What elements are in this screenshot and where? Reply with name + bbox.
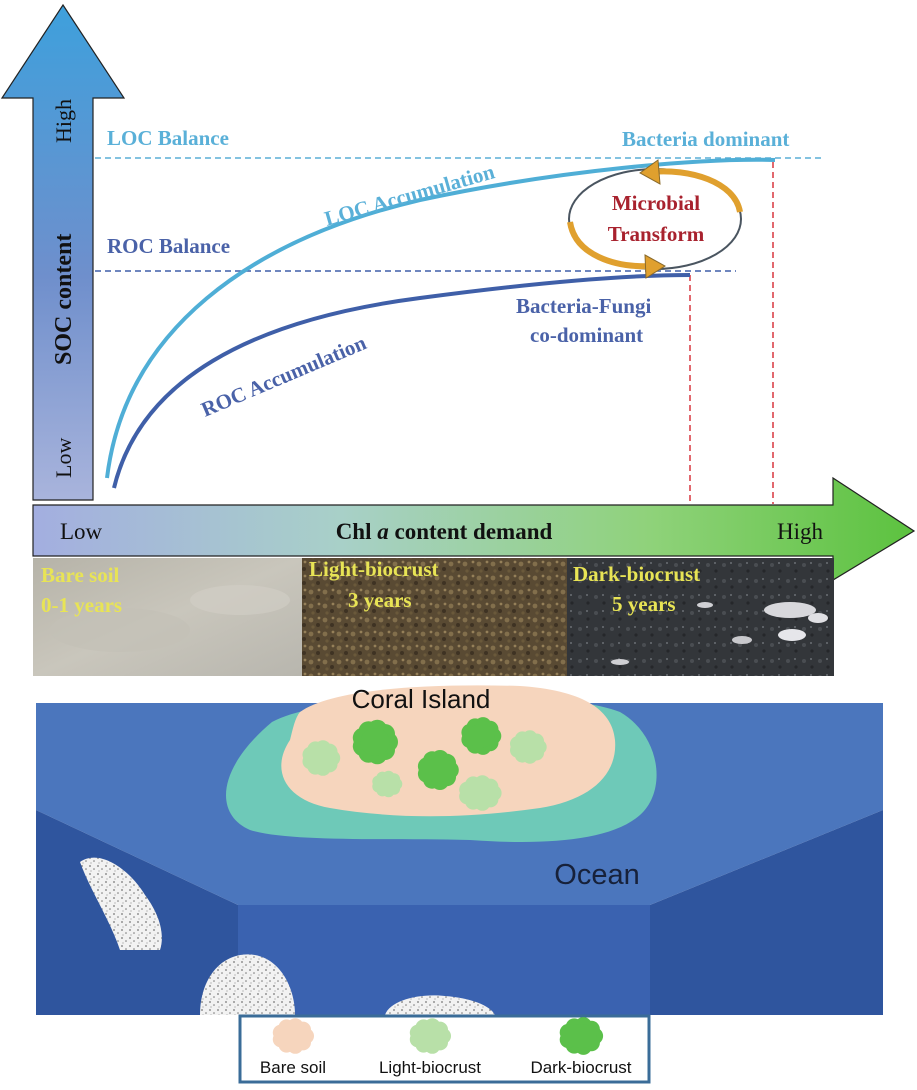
x-axis-low-label: Low xyxy=(60,519,103,544)
stage-bare-soil-line2: 0-1 years xyxy=(41,593,122,617)
light-biocrust-patch xyxy=(302,740,341,776)
loc-balance-label: LOC Balance xyxy=(107,126,229,150)
ocean-front-face xyxy=(238,905,650,1015)
microbial-cycle-arrowhead-top xyxy=(639,159,661,185)
microbial-cycle-arrow-top xyxy=(649,168,743,213)
sand-mound-front-left xyxy=(200,954,295,1015)
stage-dark-biocrust-line1: Dark-biocrust xyxy=(573,562,700,586)
roc-accumulation-curve xyxy=(112,273,691,489)
legend-label-light-biocrust: Light-biocrust xyxy=(379,1058,481,1077)
loc-accumulation-label: LOC Accumulation xyxy=(322,159,498,231)
microbial-cycle-arrow-bottom xyxy=(567,221,653,270)
bacteria-dominant-label: Bacteria dominant xyxy=(622,127,789,151)
sand-mound-left xyxy=(80,857,162,950)
x-axis-title-prefix: Chl xyxy=(336,519,378,544)
x-axis-arrow xyxy=(32,476,916,582)
y-axis-arrow xyxy=(0,3,126,501)
loc-accumulation-curve xyxy=(105,157,776,479)
dark-biocrust-patch xyxy=(417,750,459,790)
legend-swatch-light-biocrust xyxy=(409,1018,451,1054)
stage-light-biocrust-line1: Light-biocrust xyxy=(309,557,439,581)
legend-label-bare-soil: Bare soil xyxy=(260,1058,326,1077)
x-axis-title-italic: a xyxy=(377,519,389,544)
roc-balance-label: ROC Balance xyxy=(107,234,230,258)
x-axis-title-suffix: content demand xyxy=(389,519,553,544)
microbial-label-line2: Transform xyxy=(608,222,705,246)
island-title: Coral Island xyxy=(352,684,491,714)
y-axis-low-label: Low xyxy=(51,438,76,478)
stage-light-biocrust-line2: 3 years xyxy=(348,588,412,612)
dark-biocrust-patch xyxy=(461,717,502,755)
ocean-right-face xyxy=(650,810,883,1015)
biocrust-patches xyxy=(302,717,547,811)
x-axis-high-label: High xyxy=(777,519,824,544)
stage-photo-dark-biocrust xyxy=(567,558,834,676)
microbial-label-line1: Microbial xyxy=(612,191,700,215)
sand-mound-front xyxy=(385,995,495,1015)
x-axis-title: Chl a content demand xyxy=(336,519,553,544)
legend-swatch-dark-biocrust xyxy=(559,1017,604,1055)
light-biocrust-patch xyxy=(510,730,547,764)
light-biocrust-patch xyxy=(372,770,403,798)
light-biocrust-patch xyxy=(459,775,502,811)
bacteria-fungi-label-line1: Bacteria-Fungi xyxy=(516,294,651,318)
legend-swatch-bare-soil xyxy=(272,1018,314,1054)
y-axis-high-label: High xyxy=(51,99,76,143)
y-axis-title: SOC content xyxy=(51,234,77,365)
stage-dark-biocrust-line2: 5 years xyxy=(612,592,676,616)
stage-photo-light-biocrust xyxy=(302,558,567,676)
bacteria-fungi-label-line2: co-dominant xyxy=(530,323,643,347)
stage-bare-soil-line1: Bare soil xyxy=(41,563,120,587)
roc-accumulation-label: ROC Accumulation xyxy=(198,330,370,421)
legend-label-dark-biocrust: Dark-biocrust xyxy=(530,1058,631,1077)
legend-swatches xyxy=(272,1017,604,1055)
stage-photo-bare-soil xyxy=(33,558,302,676)
island-sand xyxy=(281,685,616,817)
dark-biocrust-patch xyxy=(352,719,398,765)
ocean-label: Ocean xyxy=(554,859,639,891)
microbial-cycle-arrowhead-bottom xyxy=(644,254,666,279)
